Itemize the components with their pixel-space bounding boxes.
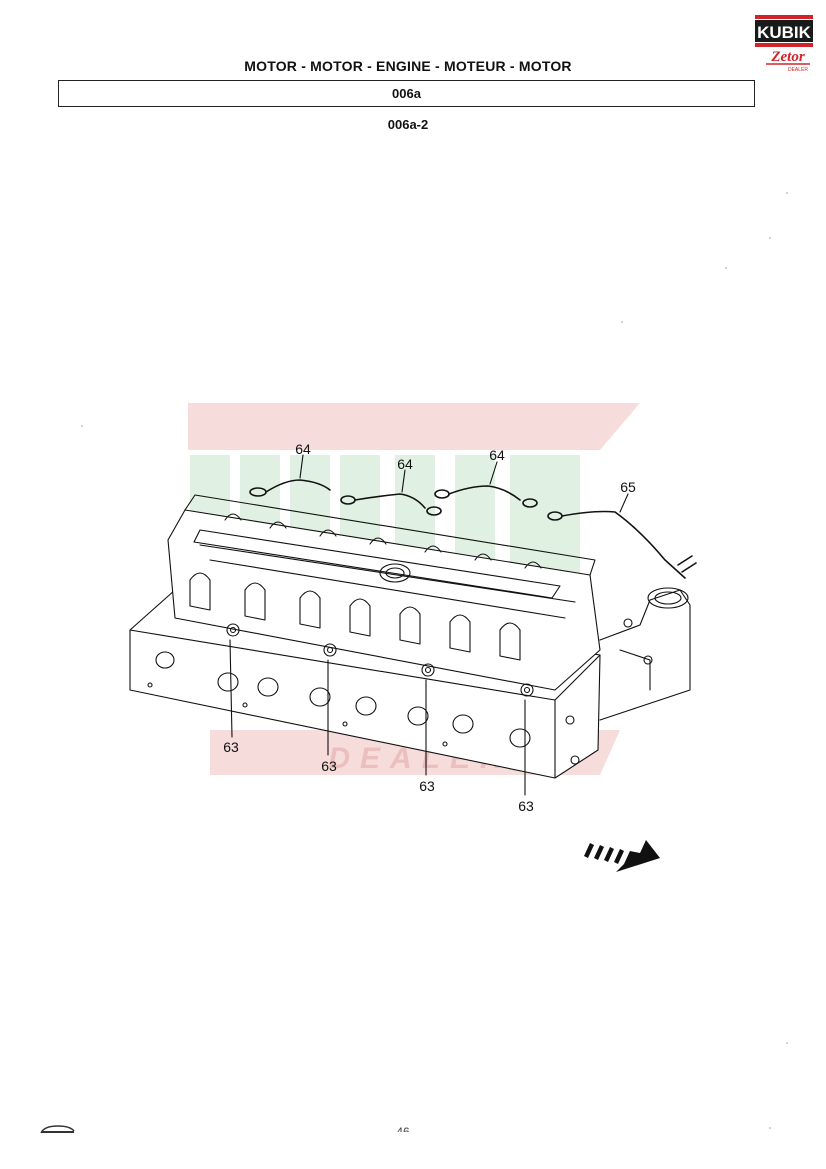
direction-arrow-icon xyxy=(584,840,660,872)
callout-65: 65 xyxy=(620,479,636,495)
callout-64-c: 64 xyxy=(489,447,505,463)
callout-63-c: 63 xyxy=(419,778,435,794)
callout-63-a: 63 xyxy=(223,739,239,755)
callout-64-a: 64 xyxy=(295,441,311,457)
callout-64-b: 64 xyxy=(397,456,413,472)
kubik-zetor-logo: KUBIK Zetor DEALER xyxy=(755,15,813,73)
callout-63-b: 63 xyxy=(321,758,337,774)
logo-sub-text: Zetor xyxy=(770,49,804,65)
logo-tag-text: DEALER xyxy=(788,67,808,73)
logo-brand-text: KUBIK xyxy=(757,23,812,42)
page-number: 46 xyxy=(396,1125,410,1132)
subsection-code: 006a-2 xyxy=(387,117,429,132)
section-code-box: 006a xyxy=(58,80,755,107)
page-title: MOTOR - MOTOR - ENGINE - MOTEUR - MOTOR xyxy=(244,58,572,74)
callout-63-d: 63 xyxy=(518,798,534,814)
footer-mark-icon xyxy=(40,1125,75,1134)
